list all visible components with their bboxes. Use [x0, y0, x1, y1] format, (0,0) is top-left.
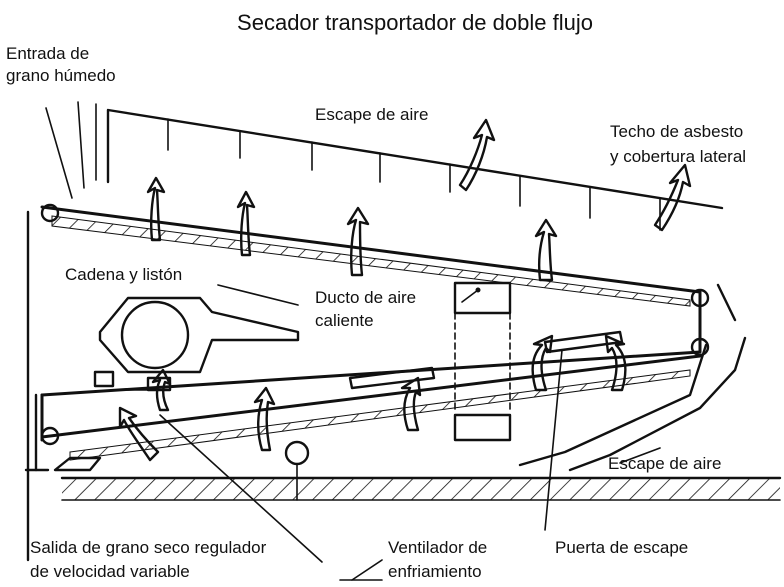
airflow-arrows — [53, 118, 692, 472]
hot-air-duct — [453, 281, 512, 442]
label-roof: Techo de asbesto y cobertura lateral — [610, 122, 748, 166]
label-cooling-fan: Ventilador de enfriamiento — [388, 538, 492, 581]
label-chain-slat: Cadena y listón — [65, 265, 182, 284]
label-dry-grain-outlet: Salida de grano seco regulador de veloci… — [30, 538, 271, 581]
label-air-exhaust-bottom: Escape de aire — [608, 454, 721, 473]
label-wet-grain-inlet: Entrada de grano húmedo — [6, 44, 116, 85]
wet-grain-inlet-lines — [45, 101, 97, 199]
cooling-fan — [284, 440, 310, 466]
labels: Entrada de grano húmedo Escape de aire T… — [6, 44, 748, 581]
diagram-title: Secador transportador de doble flujo — [237, 10, 593, 35]
upper-left-pulley — [40, 203, 60, 223]
floor — [60, 476, 782, 501]
roof — [106, 108, 724, 231]
drive-assembly — [93, 296, 300, 392]
label-hot-air-duct: Ducto de aire caliente — [315, 288, 421, 330]
lower-left-pulley — [40, 426, 60, 446]
lower-conveyor — [40, 354, 702, 461]
label-air-exhaust-top: Escape de aire — [315, 105, 428, 124]
label-exhaust-door: Puerta de escape — [555, 538, 688, 557]
leader-lines — [159, 284, 661, 581]
dryer-frame — [24, 210, 747, 562]
upper-right-pulley — [690, 288, 710, 308]
